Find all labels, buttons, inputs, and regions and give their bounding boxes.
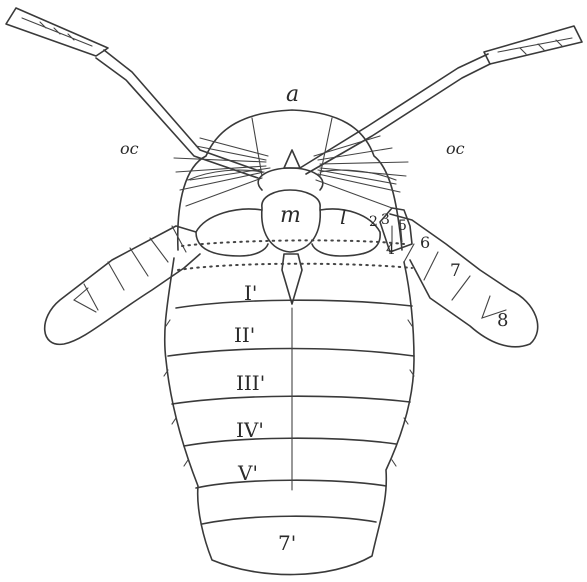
label-a: a: [286, 82, 299, 107]
label-6: 6: [420, 233, 430, 252]
label-m: m: [280, 203, 301, 228]
label-segment-III: III': [236, 371, 265, 395]
label-8: 8: [497, 310, 508, 331]
label-3: 3: [381, 212, 390, 228]
label-segment-7: 7': [278, 531, 296, 555]
label-segment-I: I': [244, 281, 257, 305]
left-paddle-leg: [45, 226, 200, 344]
label-segment-II: II': [234, 323, 255, 347]
label-segment-IV: IV': [236, 418, 264, 442]
label-oc-right: oc: [446, 139, 465, 158]
label-l: l: [340, 205, 346, 229]
abdomen: [164, 258, 414, 575]
label-4: 4: [386, 242, 395, 258]
mouth-region: [196, 168, 412, 304]
label-7: 7: [450, 261, 461, 281]
right-chelicera: [300, 26, 582, 174]
label-segment-V: V': [237, 461, 258, 485]
label-oc-left: oc: [120, 139, 139, 158]
label-5: 5: [398, 218, 407, 234]
left-walking-legs: [174, 138, 270, 206]
label-2: 2: [369, 214, 378, 230]
